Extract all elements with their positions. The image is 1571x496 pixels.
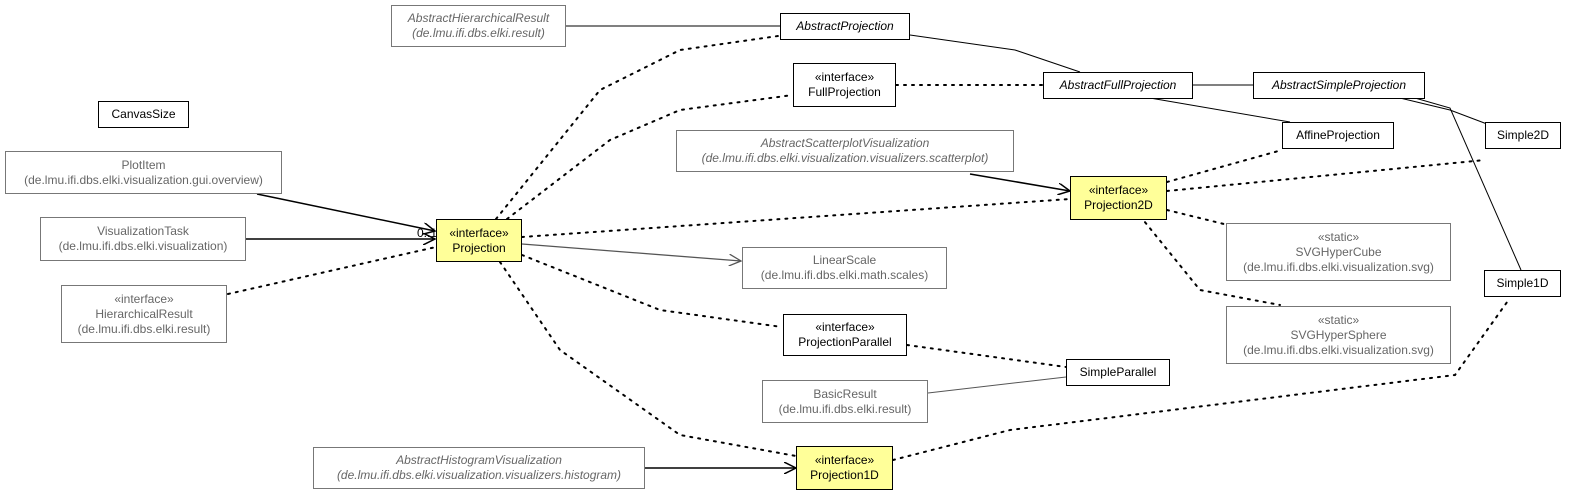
edge-projection-abstract-projection xyxy=(495,35,779,220)
class-name: AbstractScatterplotVisualization xyxy=(760,136,930,150)
class-name: AbstractHistogramVisualization xyxy=(396,453,562,467)
class-package: (de.lmu.ifi.dbs.elki.visualization.visua… xyxy=(336,468,622,482)
class-simple-2d[interactable]: Simple2D xyxy=(1485,122,1561,149)
class-abstract-simple-projection[interactable]: AbstractSimpleProjection xyxy=(1253,72,1425,99)
stereotype: «interface» xyxy=(1088,183,1149,197)
class-package: (de.lmu.ifi.dbs.elki.result) xyxy=(778,401,912,416)
class-name: FullProjection xyxy=(808,85,881,99)
class-name: SVGHyperCube xyxy=(1295,244,1382,259)
class-name: SVGHyperSphere xyxy=(1290,327,1387,342)
class-basic-result[interactable]: BasicResult (de.lmu.ifi.dbs.elki.result) xyxy=(762,380,928,423)
class-name: LinearScale xyxy=(812,253,877,267)
class-package: (de.lmu.ifi.dbs.elki.result) xyxy=(412,26,545,40)
class-simple-1d[interactable]: Simple1D xyxy=(1484,270,1561,297)
class-affine-projection[interactable]: AffineProjection xyxy=(1282,122,1394,149)
stereotype: «interface» xyxy=(814,70,875,84)
edge-projection-2d-svg-hyper-cube xyxy=(1166,209,1229,226)
interface-projection-2d[interactable]: «interface» Projection2D xyxy=(1070,176,1167,220)
stereotype: «static» xyxy=(1317,312,1360,327)
class-name: AbstractSimpleProjection xyxy=(1271,78,1407,92)
class-name: AbstractProjection xyxy=(796,19,894,33)
class-name: Projection2D xyxy=(1084,198,1153,212)
edge-basic-result-simple-parallel xyxy=(927,376,1067,394)
class-name: HierarchicalResult xyxy=(95,306,193,321)
edge-projection-linear-scale xyxy=(521,243,741,261)
class-name: CanvasSize xyxy=(111,107,176,121)
class-canvas-size[interactable]: CanvasSize xyxy=(98,101,189,128)
class-name: BasicResult xyxy=(813,386,877,401)
edge-projection-projection-parallel xyxy=(521,254,783,328)
class-svg-hyper-cube[interactable]: «static» SVGHyperCube (de.lmu.ifi.dbs.el… xyxy=(1226,223,1451,281)
edge-abstract-full-projection-affine-projection xyxy=(1149,97,1291,123)
class-name: Simple2D xyxy=(1496,128,1550,142)
class-name: Projection xyxy=(452,240,506,255)
edge-projection-2d-simple-2d xyxy=(1166,159,1486,192)
class-abstract-scatterplot-visualization[interactable]: AbstractScatterplotVisualization (de.lmu… xyxy=(676,130,1014,172)
stereotype: «interface» xyxy=(814,453,875,467)
interface-projection-1d[interactable]: «interface» Projection1D xyxy=(796,446,893,490)
class-abstract-histogram-visualization[interactable]: AbstractHistogramVisualization (de.lmu.i… xyxy=(313,447,645,489)
edge-abstract-projection-abstract-full-projection xyxy=(909,34,1081,73)
class-package: (de.lmu.ifi.dbs.elki.visualization.svg) xyxy=(1243,342,1434,357)
interface-projection[interactable]: «interface» Projection xyxy=(436,219,522,262)
class-package: (de.lmu.ifi.dbs.elki.visualization.visua… xyxy=(701,151,989,165)
class-name: Projection1D xyxy=(810,468,879,482)
class-name: ProjectionParallel xyxy=(798,335,892,349)
edge-projection-full-projection xyxy=(506,94,794,220)
class-package: (de.lmu.ifi.dbs.elki.math.scales) xyxy=(760,268,929,282)
edge-projection-1d-simple-1d xyxy=(892,297,1511,461)
class-name: VisualizationTask xyxy=(97,224,189,238)
class-svg-hyper-sphere[interactable]: «static» SVGHyperSphere (de.lmu.ifi.dbs.… xyxy=(1226,306,1451,364)
stereotype: «interface» xyxy=(114,291,174,306)
class-abstract-hierarchical-result[interactable]: AbstractHierarchicalResult (de.lmu.ifi.d… xyxy=(391,5,566,47)
class-name: AbstractFullProjection xyxy=(1059,78,1177,92)
class-package: (de.lmu.ifi.dbs.elki.visualization.svg) xyxy=(1243,259,1434,274)
class-name: AffineProjection xyxy=(1296,128,1380,142)
edge-abstract-simple-projection-simple-1d xyxy=(1414,97,1522,271)
class-package: (de.lmu.ifi.dbs.elki.visualization) xyxy=(58,239,228,253)
class-simple-parallel[interactable]: SimpleParallel xyxy=(1066,359,1170,386)
class-name: Simple1D xyxy=(1496,276,1549,290)
edge-abstract-simple-projection-simple-2d xyxy=(1399,97,1488,125)
interface-full-projection[interactable]: «interface» FullProjection xyxy=(793,63,896,107)
edge-plot-item-projection xyxy=(256,193,435,231)
class-name: AbstractHierarchicalResult xyxy=(407,11,550,25)
class-name: SimpleParallel xyxy=(1079,365,1157,379)
class-visualization-task[interactable]: VisualizationTask (de.lmu.ifi.dbs.elki.v… xyxy=(40,217,246,261)
edge-hierarchical-result-projection xyxy=(227,246,437,295)
class-name: PlotItem xyxy=(121,157,166,172)
stereotype: «static» xyxy=(1317,229,1360,244)
edge-projection-projection-1d xyxy=(499,261,797,457)
edge-projection-2d-affine-projection xyxy=(1166,149,1283,183)
class-linear-scale[interactable]: LinearScale (de.lmu.ifi.dbs.elki.math.sc… xyxy=(742,247,947,289)
class-plot-item[interactable]: PlotItem (de.lmu.ifi.dbs.elki.visualizat… xyxy=(5,151,282,194)
edge-abstract-scatterplot-projection-2d xyxy=(969,173,1070,191)
stereotype: «interface» xyxy=(815,320,875,334)
edge-projection-parallel-simple-parallel xyxy=(906,344,1067,368)
class-abstract-projection[interactable]: AbstractProjection xyxy=(780,13,910,40)
interface-projection-parallel[interactable]: «interface» ProjectionParallel xyxy=(783,314,907,356)
edge-projection-2d-svg-hyper-sphere xyxy=(1139,215,1281,306)
multiplicity-label: 0..1 xyxy=(417,226,438,240)
class-abstract-full-projection[interactable]: AbstractFullProjection xyxy=(1043,72,1193,99)
class-package: (de.lmu.ifi.dbs.elki.visualization.gui.o… xyxy=(24,172,263,187)
interface-hierarchical-result[interactable]: «interface» HierarchicalResult (de.lmu.i… xyxy=(61,285,227,343)
stereotype: «interface» xyxy=(449,225,509,240)
class-package: (de.lmu.ifi.dbs.elki.result) xyxy=(77,321,211,336)
edge-projection-projection-2d xyxy=(521,198,1071,238)
